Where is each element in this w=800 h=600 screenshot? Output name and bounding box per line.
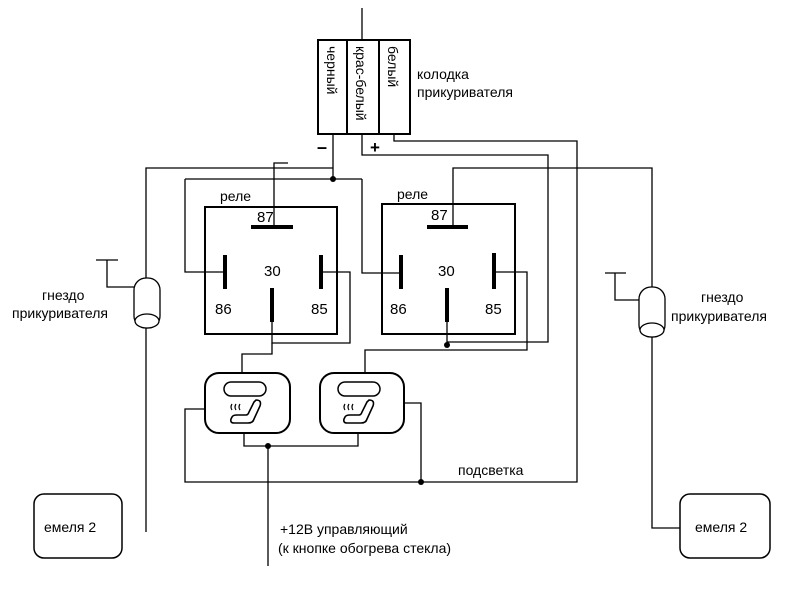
relay-2-pin-85: 85 [485,301,502,318]
seat-heat-icon [343,399,375,424]
connector-label-line1: колодка [417,66,469,82]
relay-2: реле 87 30 86 85 [381,186,516,335]
socket-right-label-line2: прикуривателя [671,308,767,324]
control-label-line2: (к кнопке обогрева стекла) [278,540,451,556]
connector-label-line2: прикуривателя [417,84,513,100]
relay-1: реле 87 30 86 85 [204,188,338,335]
lighter-connector: черный крас-белый белый колодка прикурив… [317,8,513,157]
seat-heat-icon [230,399,262,424]
module-left-label: емеля 2 [44,519,96,535]
wires [96,134,680,566]
control-label-line1: +12В управляющий [280,521,408,537]
socket-right-label-line1: гнездо [701,289,744,305]
module-right-label: емеля 2 [695,519,747,535]
backlight-label: подсветка [458,462,524,478]
relay-1-pin-85: 85 [311,301,328,318]
seat-heat-button-2 [319,372,405,434]
relay-2-title: реле [397,186,428,202]
seat-heat-button-1 [204,372,291,434]
relay-1-pin-87: 87 [257,209,274,226]
module-right: емеля 2 [679,493,771,559]
lighter-socket-left: гнездо прикуривателя [12,277,161,329]
connector-wire-black: черный [324,46,340,94]
relay-1-title: реле [220,188,251,204]
lighter-socket-right: гнездо прикуривателя [638,286,767,338]
minus-sign: – [317,137,327,157]
relay-1-pin-30: 30 [264,263,281,280]
socket-left-label-line2: прикуривателя [12,305,108,321]
relay-2-pin-87: 87 [431,207,448,224]
relay-2-pin-30: 30 [438,263,455,280]
relay-2-pin-86: 86 [390,301,407,318]
plus-sign: + [370,138,380,157]
relay-1-pin-86: 86 [215,301,232,318]
socket-left-label-line1: гнездо [42,287,85,303]
connector-wire-white: белый [385,46,401,87]
connector-wire-red-white: крас-белый [353,46,369,121]
module-left: емеля 2 [33,493,123,559]
